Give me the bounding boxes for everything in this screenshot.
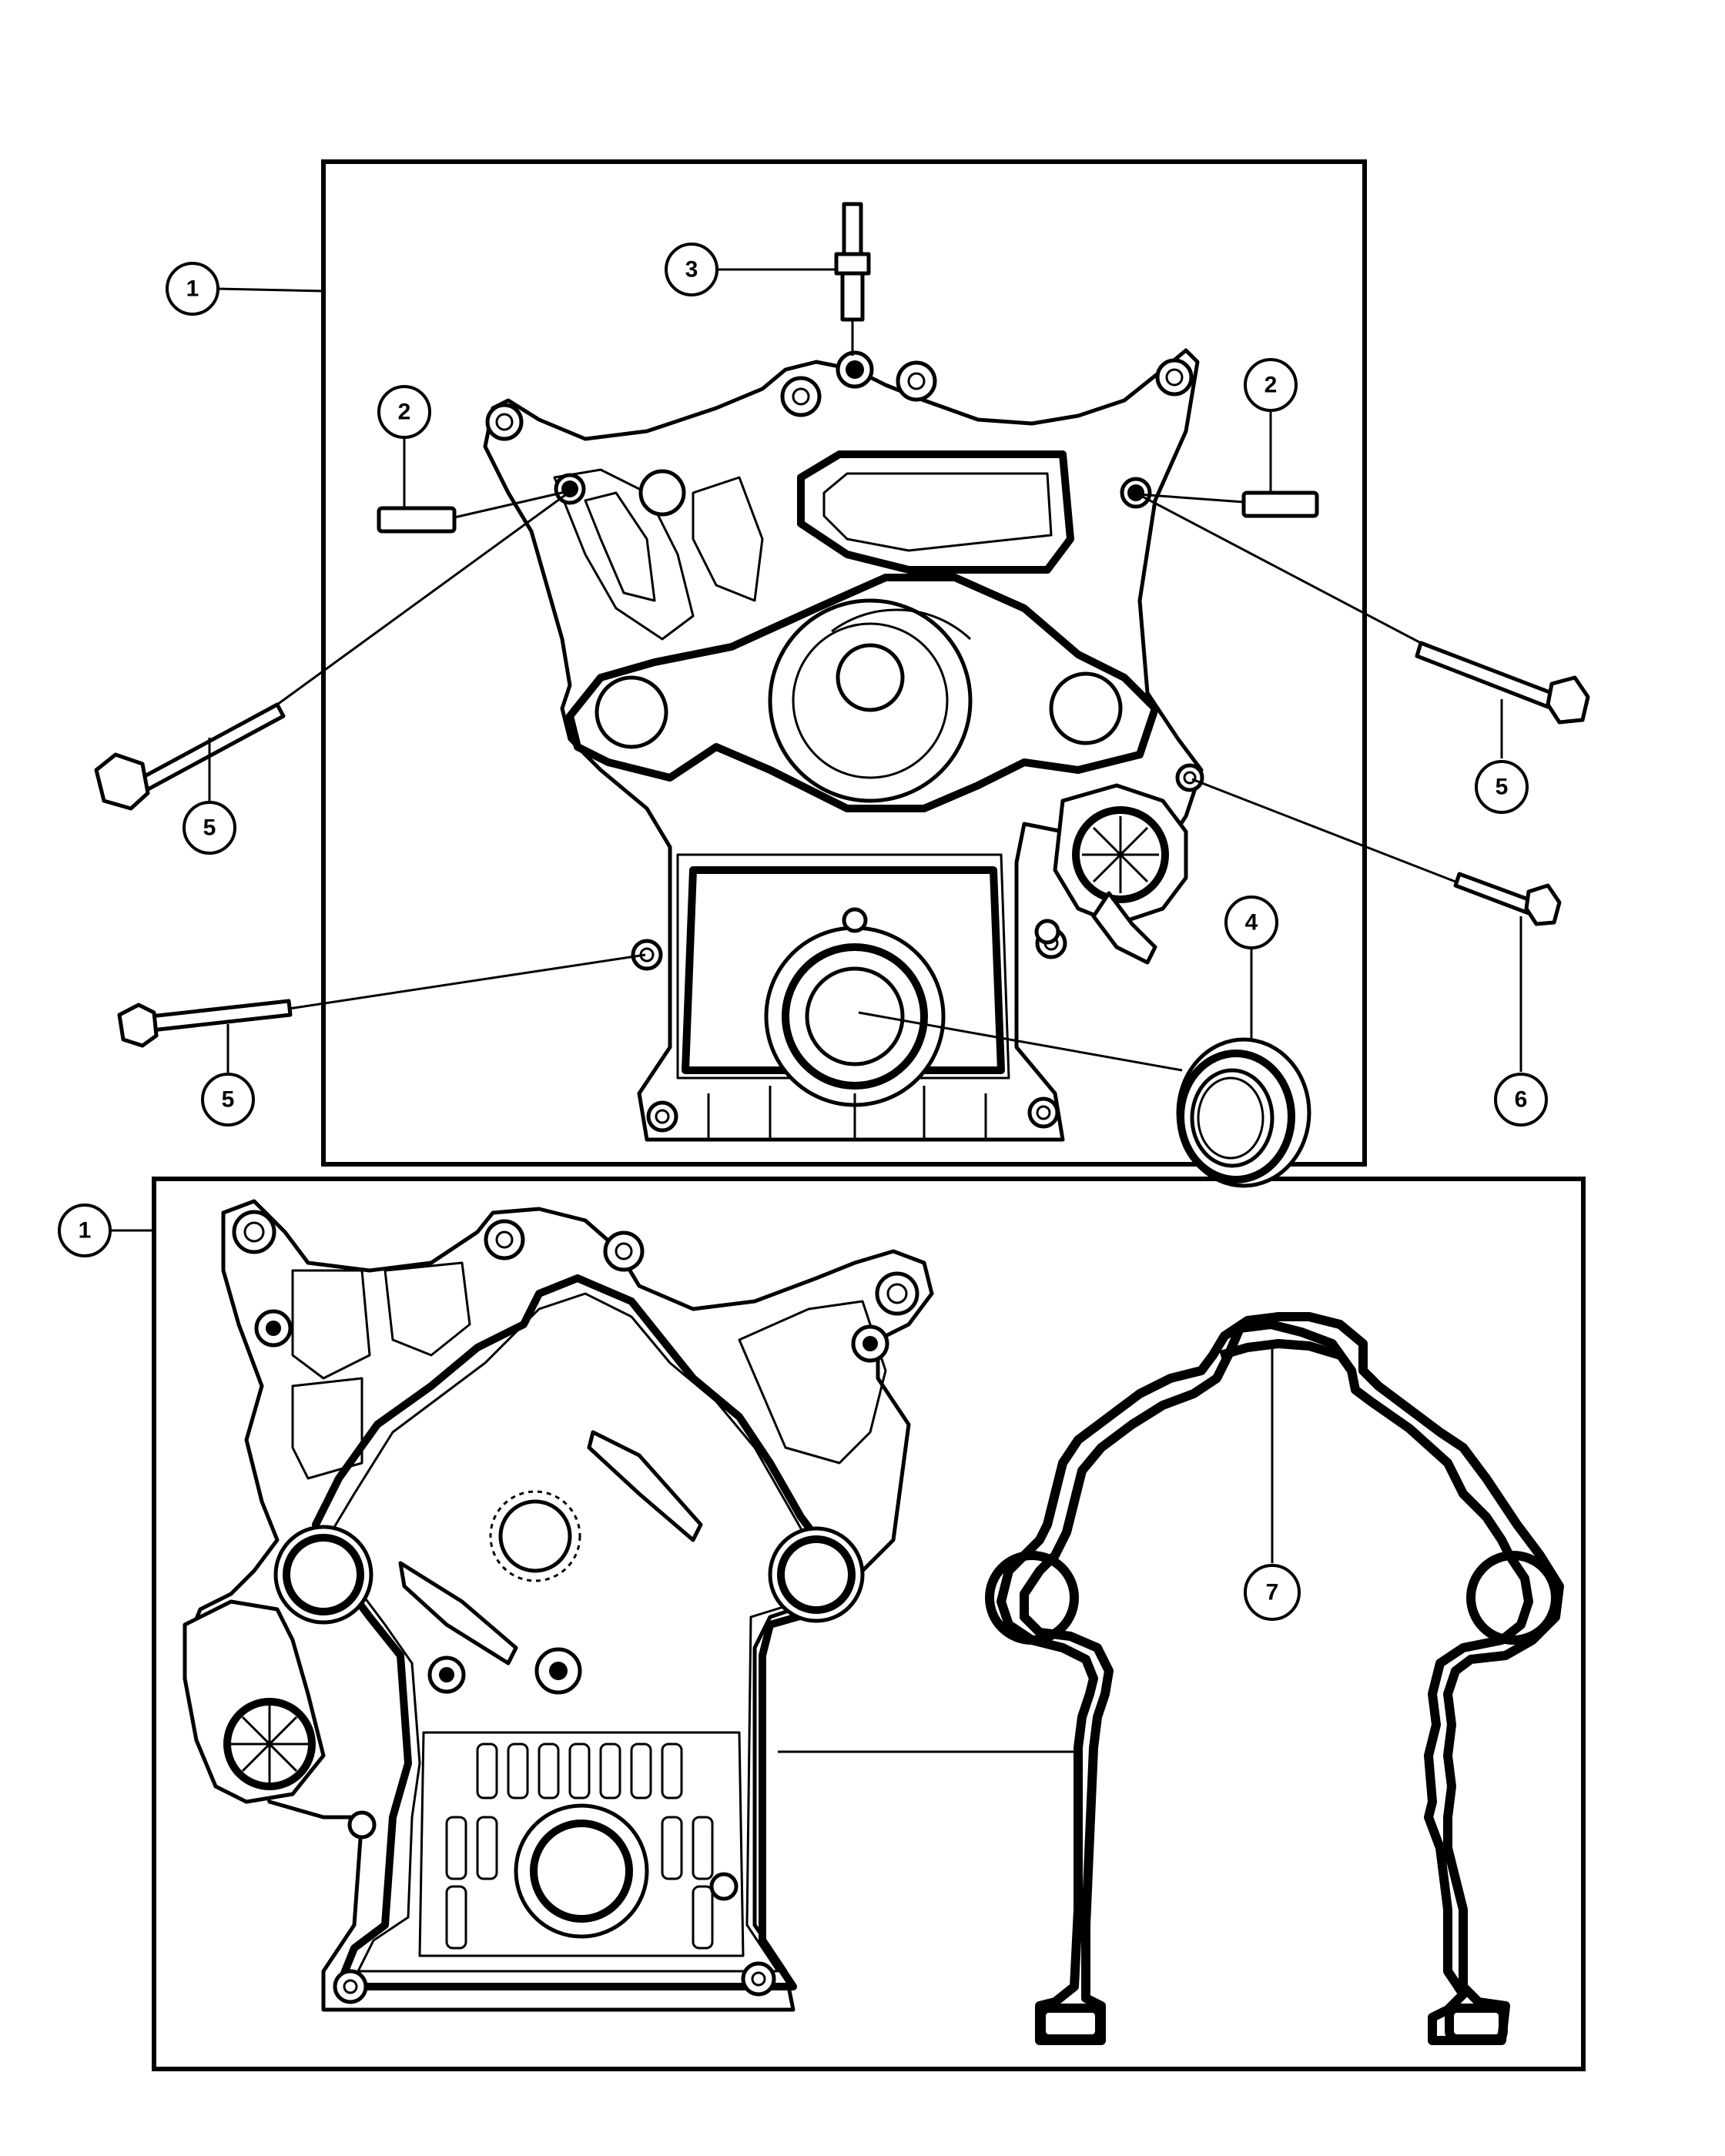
callout-label: 1 (79, 1218, 92, 1244)
callout-label: 5 (203, 815, 216, 841)
callout-6: 6 (1494, 1073, 1548, 1127)
callout-7: 7 (1244, 1564, 1301, 1621)
timing-cover-rear-view (183, 1199, 934, 2012)
callout-label: 7 (1266, 1580, 1279, 1605)
callout-5-right: 5 (1475, 760, 1529, 814)
crankshaft-oil-seal (1176, 1037, 1311, 1188)
callout-5-left-upper: 5 (183, 801, 236, 855)
callout-label: 2 (1264, 373, 1278, 398)
bolt-left-upper (94, 702, 286, 811)
callout-label: 6 (1515, 1087, 1528, 1113)
callout-1-bottom: 1 (58, 1204, 112, 1257)
callout-2-left: 2 (377, 385, 431, 439)
rib-slots (445, 1743, 714, 1950)
dowel-pin-right (1241, 490, 1319, 518)
callout-5-left-lower: 5 (201, 1073, 255, 1127)
timing-cover-gasket (985, 1312, 1564, 2045)
bolt-right (1415, 641, 1590, 725)
bottom-assembly-frame (152, 1177, 1586, 2071)
bolt-part-6 (1453, 872, 1562, 926)
top-assembly-frame (321, 159, 1367, 1167)
callout-label: 2 (398, 400, 411, 425)
callout-3: 3 (665, 243, 718, 296)
callout-4: 4 (1224, 896, 1278, 949)
dowel-pin-left (377, 506, 457, 534)
bottom-leader-lines (109, 1229, 1274, 1753)
callout-label: 5 (222, 1087, 235, 1113)
callout-label: 4 (1245, 910, 1258, 936)
callout-label: 3 (685, 257, 698, 283)
stud-part-3 (834, 202, 871, 356)
top-leader-lines (208, 268, 1522, 1073)
timing-cover-front-view (483, 348, 1204, 1142)
callout-label: 5 (1496, 775, 1509, 800)
callout-1-top: 1 (166, 262, 219, 316)
callout-label: 1 (186, 276, 199, 302)
bolt-left-lower (117, 999, 293, 1048)
callout-2-right: 2 (1244, 358, 1298, 412)
